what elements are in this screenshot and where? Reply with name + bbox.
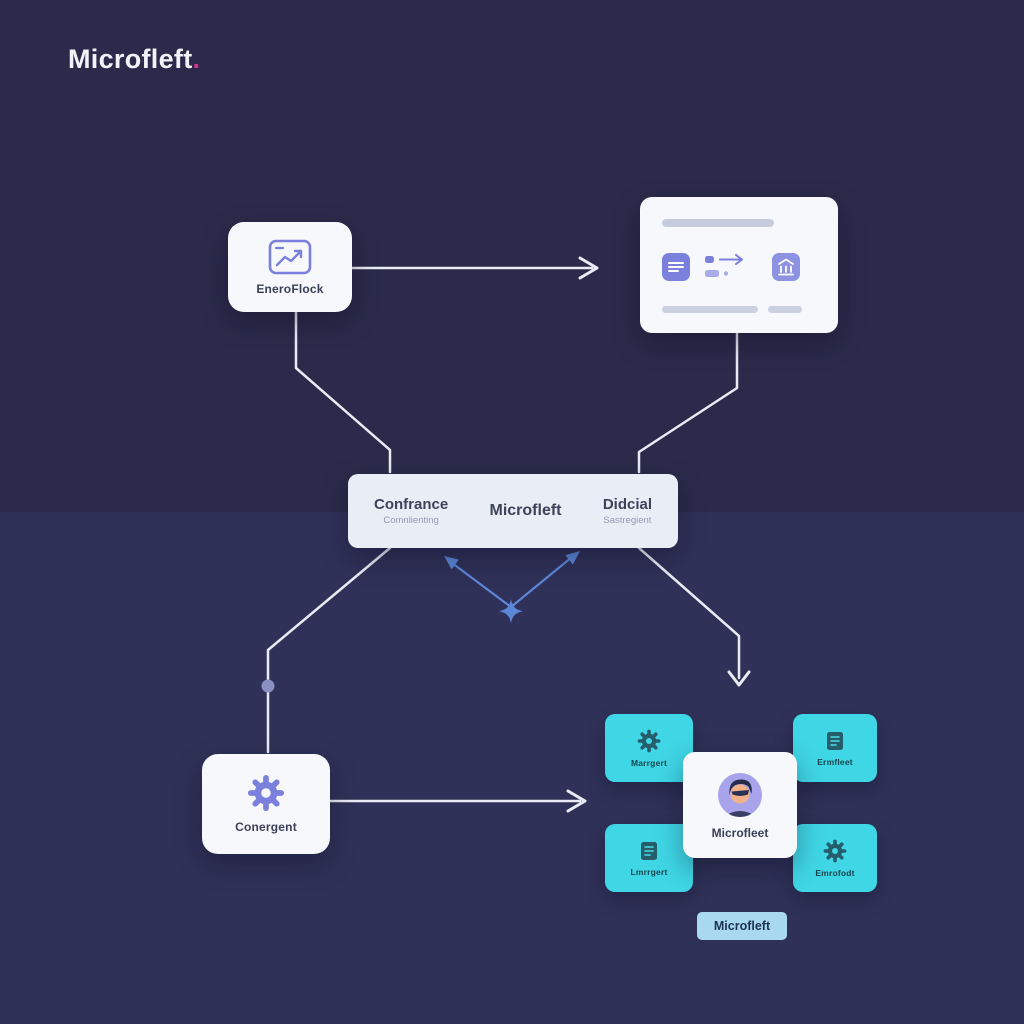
hub-right-subtitle: Sastregient <box>603 515 652 526</box>
node-label: Conergent <box>235 820 297 834</box>
arrowhead-right-icon <box>566 789 587 813</box>
gear-icon <box>823 839 847 862</box>
node-hub: Confrance Comnlienting Microfleft Didcia… <box>348 474 678 548</box>
brand-logo: Microfleft. <box>68 44 200 75</box>
brand-logo-dot: . <box>192 44 201 74</box>
hub-right-title: Didcial <box>602 496 652 513</box>
node-label: Emrofodt <box>815 867 855 878</box>
sparkle-star-icon <box>499 599 523 624</box>
cluster-card-top-left: Marrgert <box>605 714 693 782</box>
cluster-card-top-right: Ermfleet <box>793 714 877 782</box>
node-label: Marrgert <box>630 757 668 768</box>
hub-left-subtitle: Comnlienting <box>383 515 439 526</box>
arrowhead-right-icon <box>578 256 599 280</box>
cluster-card-center: Microfleet <box>683 752 797 858</box>
node-label: Microfleet <box>711 825 769 840</box>
waypoint-dot-icon <box>261 679 275 693</box>
node-label: Ermfleet <box>817 756 853 767</box>
blue-arrowhead-icon <box>565 551 580 565</box>
placeholder-bar <box>662 306 758 313</box>
hub-left-column: Confrance Comnlienting <box>374 496 448 526</box>
node-label: Lmrrgert <box>630 866 668 877</box>
gear-icon <box>247 774 285 812</box>
wire-hub-to-gear <box>266 546 392 754</box>
node-eneroflock: EneroFlock <box>228 222 352 312</box>
blue-arrow-left <box>450 561 513 609</box>
blue-arrowhead-icon <box>444 556 459 570</box>
wire-preview-to-hub <box>637 331 739 474</box>
document-icon <box>827 731 843 750</box>
placeholder-bar <box>662 219 774 227</box>
browser-chart-icon <box>268 239 312 274</box>
hub-right-column: Didcial Sastregient <box>603 496 652 526</box>
hub-left-title: Confrance <box>374 496 449 513</box>
node-conergent: Conergent <box>202 754 330 854</box>
node-label: EneroFlock <box>256 281 324 296</box>
flow-arrow-icon <box>705 253 743 277</box>
preview-bottom-bars <box>662 306 802 313</box>
wire-hub-to-cluster <box>637 546 741 680</box>
cluster-card-bottom-left: Lmrrgert <box>605 824 693 892</box>
document-icon <box>662 252 690 281</box>
preview-icon-row <box>662 252 800 281</box>
gear-icon <box>637 729 661 752</box>
brand-logo-text: Microfleft <box>68 44 193 74</box>
placeholder-bar <box>768 306 802 313</box>
avatar-icon <box>718 772 762 817</box>
cluster-card-bottom-right: Emrofodt <box>793 824 877 892</box>
arrowhead-down-icon <box>727 670 751 687</box>
building-icon <box>772 252 800 281</box>
wire-energy-to-hub <box>294 310 392 474</box>
badge-label: Microfleft <box>713 919 771 933</box>
cluster-badge: Microfleft <box>697 912 787 940</box>
hub-center-title: Microfleft <box>489 502 562 519</box>
blue-arrow-right <box>509 555 574 609</box>
node-dashboard-preview <box>640 197 838 333</box>
document-icon <box>641 841 657 860</box>
